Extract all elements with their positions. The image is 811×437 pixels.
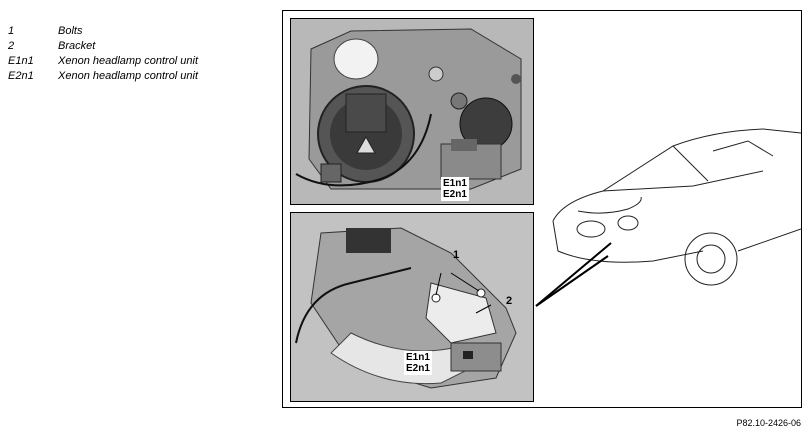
legend-label: Xenon headlamp control unit bbox=[58, 55, 199, 67]
car-drawing bbox=[533, 111, 801, 311]
legend-label: Xenon headlamp control unit bbox=[58, 70, 199, 82]
figure-reference-code: P82.10-2426-06 bbox=[736, 418, 801, 428]
bolts-label: 1 bbox=[453, 249, 460, 261]
illustration-frame: E1n1 E2n1 1 2 E1n1 E2n1 bbox=[282, 10, 802, 408]
legend-code: E1n1 bbox=[8, 55, 34, 67]
callout-line: E2n1 bbox=[443, 189, 467, 200]
legend-row: 2 Bracket bbox=[8, 39, 198, 54]
legend-code: 1 bbox=[8, 25, 15, 37]
top-callout-label: E1n1 E2n1 bbox=[441, 177, 469, 201]
callout-line: E2n1 bbox=[406, 363, 430, 374]
legend-code: 2 bbox=[8, 40, 15, 52]
legend-row: E1n1 Xenon headlamp control unit bbox=[8, 54, 198, 69]
callout-line: E1n1 bbox=[406, 352, 430, 363]
legend: 1 Bolts 2 Bracket E1n1 Xenon headlamp co… bbox=[8, 24, 198, 84]
headlamp-rear-drawing bbox=[291, 19, 533, 204]
legend-code: E2n1 bbox=[8, 70, 34, 82]
callout-line: E1n1 bbox=[443, 178, 467, 189]
legend-label: Bracket bbox=[58, 40, 96, 52]
legend-row: E2n1 Xenon headlamp control unit bbox=[8, 69, 198, 84]
bracket-label: 2 bbox=[506, 295, 513, 307]
headlamp-rear-view bbox=[290, 18, 534, 205]
legend-label: Bolts bbox=[58, 25, 83, 37]
bottom-callout-label: E1n1 E2n1 bbox=[404, 351, 432, 375]
legend-row: 1 Bolts bbox=[8, 24, 198, 39]
car-outline bbox=[535, 128, 801, 307]
